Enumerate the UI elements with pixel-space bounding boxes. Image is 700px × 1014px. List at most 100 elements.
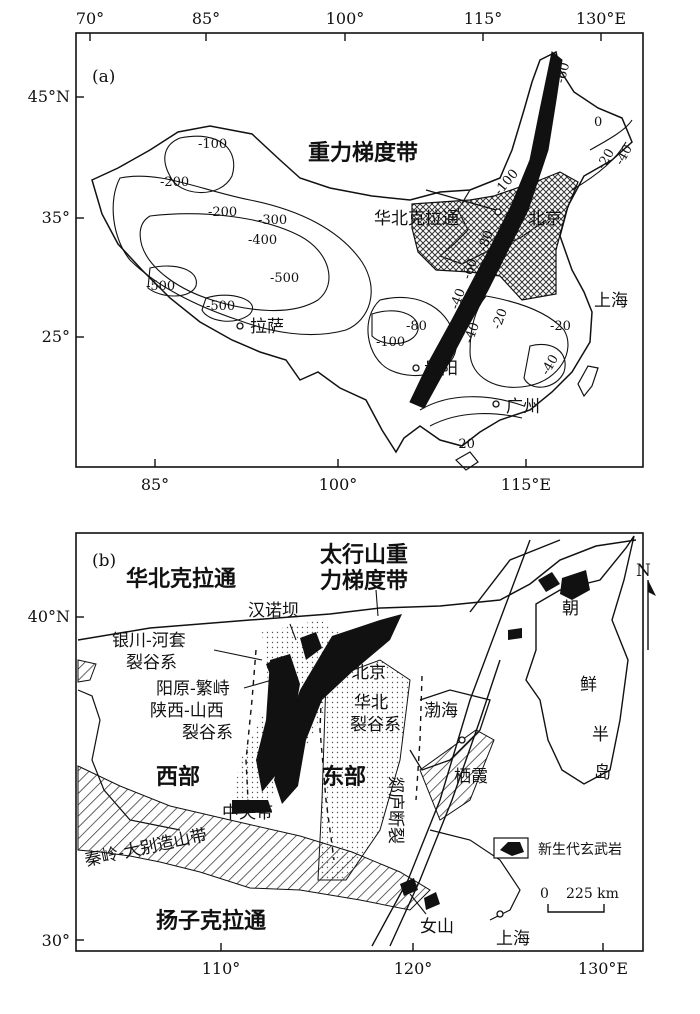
top-tick-4: 130°E [576,9,626,28]
label-huabei-1: 华北 [354,693,388,713]
contour-label: -200 [160,175,189,190]
top-tick-3: 115° [464,9,503,28]
label-shanxi-2: 裂谷系 [182,723,233,743]
label-taihang-1: 太行山重 [320,542,408,568]
panel-a-label: (a) [92,67,115,87]
place-markers [236,208,502,408]
hatched-west [77,659,97,683]
basalt-patches [266,570,590,910]
north-china-craton-area [411,171,579,301]
label-central: 中央带 [222,803,273,823]
left-tick-1: 35° [42,208,70,227]
contour-label: -80 [406,319,427,334]
hainan-outline [455,451,479,471]
label-lhasa: 拉萨 [250,317,284,337]
gravity-contours [112,119,633,427]
north-arrow-icon: N [636,561,656,650]
label-korea-2: 半 [592,725,609,745]
basalt-west-strip [256,654,300,792]
panel-a-ticks [76,33,602,467]
panel-b-markers [458,736,504,918]
top-tick-1: 85° [192,9,220,28]
panel-a-frame [75,32,644,468]
label-guiyang: 贵阳 [424,359,458,379]
label-huabei-2: 裂谷系 [350,715,401,735]
label-qixia: 栖霞 [454,767,488,787]
craton-boundary [77,539,637,641]
panel-b-ticks [76,616,604,951]
panel-b-bottom-tick-2: 130°E [578,959,628,978]
label-beijing-b: 北京 [352,663,386,683]
qinling-dabie-belt [77,765,431,911]
china-outline [91,50,633,454]
label-bohai: 渤海 [424,701,458,721]
legend-basalt-icon [500,842,524,856]
contour-label: -100 [198,137,227,152]
label-north-china-craton-b: 华北克拉通 [126,566,236,592]
top-tick-2: 100° [326,9,365,28]
contour-label: -300 [258,213,287,228]
panel-b-leaders [213,589,427,915]
contour-labels: -100 -200 -200 -300 -400 -500 -500 -500 … [146,61,636,452]
panel-b-left-tick-0: 40°N [28,607,70,626]
taiwan-outline [577,365,599,398]
label-shanghai-b: 上海 [496,929,530,949]
label-yangyuan: 阳原-繁峙 [156,679,230,699]
label-gravity-zone: 重力梯度带 [308,140,418,166]
label-west: 西部 [156,764,200,790]
contour-label: -40 [462,321,483,346]
label-korea-1: 鲜 [580,675,597,695]
bottom-tick-0: 85° [141,475,169,494]
contour-label: -500 [270,271,299,286]
contour-label: -20 [550,319,571,334]
basalt-south [232,800,272,814]
scale-start: 0 [540,886,549,902]
label-hannuoba: 汉诺坝 [248,601,299,621]
jiangsu-coast [429,829,521,921]
label-shanghai: 上海 [594,291,628,311]
panel-b-frame [75,532,644,952]
label-yangtze: 扬子克拉通 [156,908,266,934]
panel-b-label: (b) [92,551,116,571]
panel-a: 70° 85° 100° 115° 130°E 85° 100° 115°E 4… [28,9,644,494]
contour-label: -500 [206,299,235,314]
contour-label: -40 [612,142,635,168]
contour-label: -60 [553,61,573,85]
label-shanxi-1: 陕西-山西 [150,701,224,721]
panel-b: 40°N 30° 110° 120° 130°E (b) [28,532,656,978]
label-north-china-craton: 华北克拉通 [374,209,459,229]
bottom-tick-2: 115°E [501,475,551,494]
north-label: N [636,561,651,581]
contour-label: -20 [490,307,511,332]
contour-label: -40 [538,352,561,378]
contour-label: -200 [208,205,237,220]
label-yinchuan-1: 银川-河套 [112,631,186,651]
label-guangzhou: 广州 [506,397,540,417]
scale-end: 225 km [566,886,619,902]
scale-bar: 0 225 km [540,886,619,913]
taihang-gravity-belt [274,614,402,804]
contour-label: 0 [594,115,602,130]
label-korea-0: 朝 [562,599,579,619]
korea-peninsula-outline [525,535,635,785]
contour-label: -400 [248,233,277,248]
label-taihang-2: 力梯度带 [320,568,408,594]
label-beijing: 北京 [528,209,562,229]
contour-label: -80 [476,229,497,254]
shandong-coast [409,689,491,771]
rift-zone-east [317,659,411,881]
left-tick-2: 25° [42,327,70,346]
panel-b-bottom-tick-1: 120° [394,959,433,978]
fault-lines [371,539,561,947]
label-korea-3: 岛 [594,763,611,783]
label-nushan: 女山 [420,917,454,937]
legend: 新生代玄武岩 [493,837,622,859]
panel-b-bottom-tick-0: 110° [202,959,241,978]
contour-label: -500 [146,279,175,294]
rift-dashed-lines [245,649,423,861]
top-tick-0: 70° [76,9,104,28]
contour-label: -60 [460,257,481,282]
left-tick-0: 45°N [28,87,70,106]
panel-b-left-tick-1: 30° [42,931,70,950]
